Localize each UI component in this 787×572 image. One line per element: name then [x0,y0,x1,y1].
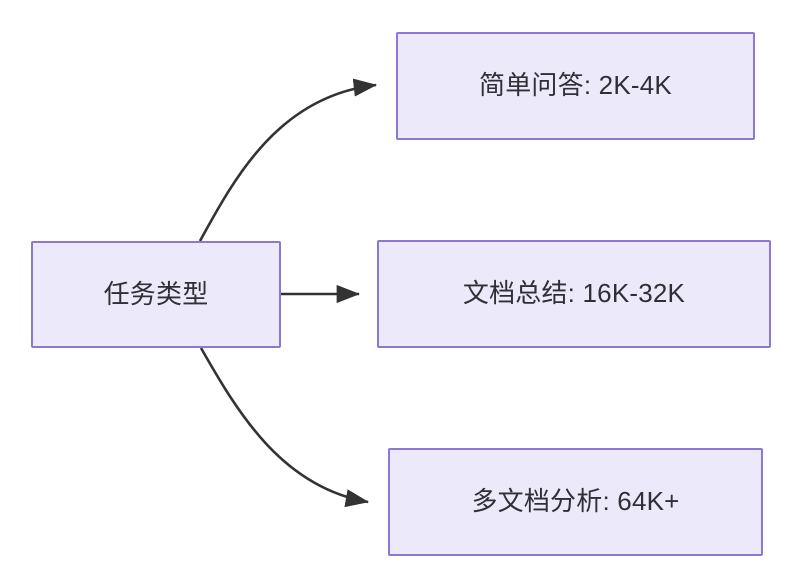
node-multi-doc[interactable]: 多文档分析: 64K+ [388,448,763,556]
node-label: 任务类型 [103,278,209,309]
edge-source-to-multi-doc [199,347,370,508]
node-label: 简单问答: 2K-4K [479,70,672,101]
node-simple-qa[interactable]: 简单问答: 2K-4K [396,32,755,140]
node-doc-summary[interactable]: 文档总结: 16K-32K [377,240,771,348]
node-label: 多文档分析: 64K+ [471,486,680,517]
node-label: 文档总结: 16K-32K [462,278,686,309]
node-task-type[interactable]: 任务类型 [31,241,281,348]
edge-source-to-simple-qa [198,78,378,242]
